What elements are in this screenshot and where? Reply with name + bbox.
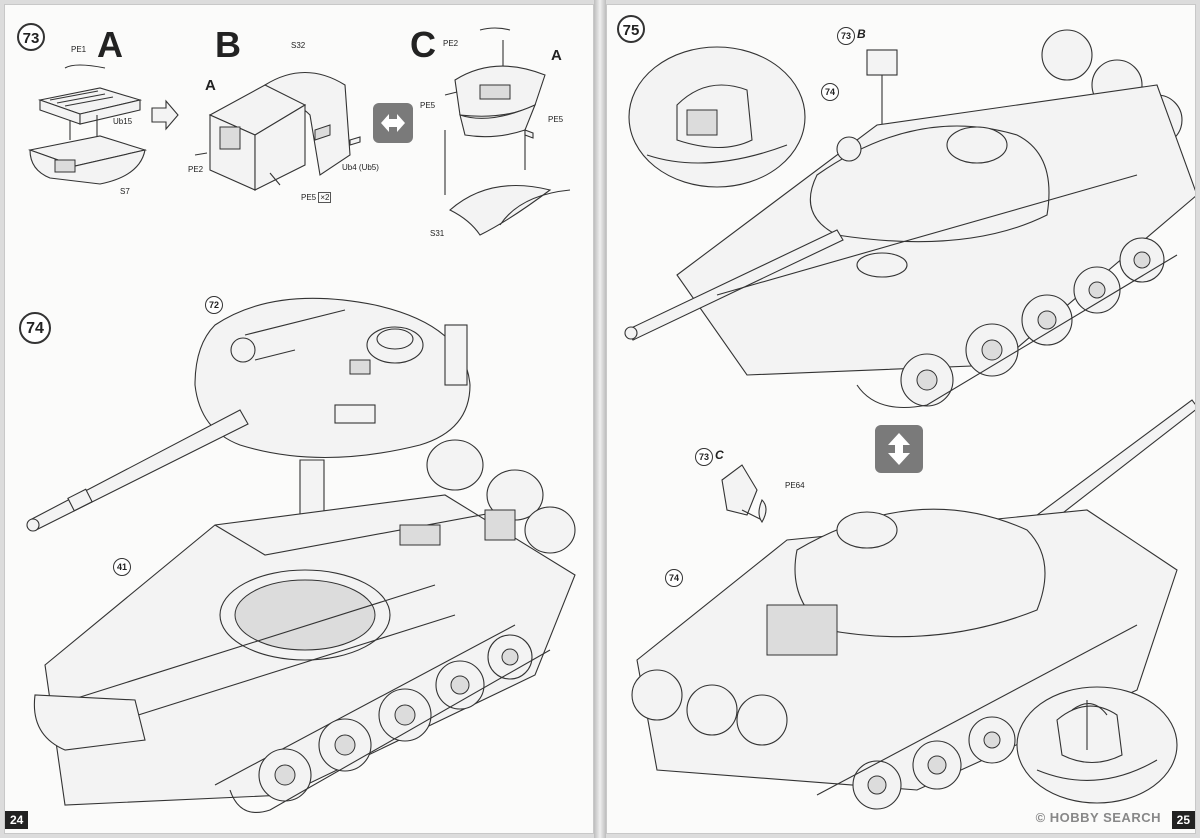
watermark: © HOBBY SEARCH: [1035, 810, 1161, 825]
part-label-pe5: PE5 ×2: [301, 192, 332, 203]
reference-74-bottom: 74: [665, 569, 683, 587]
sub-c-cover-drawing: [444, 27, 571, 236]
step-75-upper-tank-drawing: [624, 29, 1195, 408]
rotate-arrows-icon: [373, 103, 413, 143]
reference-73c-letter: C: [715, 448, 724, 462]
sub-step-c-label: C: [410, 24, 436, 65]
reference-73b-letter: B: [857, 27, 866, 41]
step-74-marker: 74: [19, 312, 51, 344]
periscope-detail-callout-drawing: [628, 46, 806, 188]
book-gutter: [594, 0, 606, 838]
part-label-pe2-c: PE2: [443, 39, 459, 48]
part-label-s7: S7: [120, 187, 130, 196]
right-page: 75 73 B 74: [606, 4, 1196, 834]
part-label-s32: S32: [291, 41, 306, 50]
sub-b-cover-drawing: [194, 71, 361, 191]
step-73-marker: 73: [17, 23, 45, 51]
reference-72: 72: [205, 296, 223, 314]
quantity-badge: ×2: [318, 192, 332, 203]
sub-step-a-label: A: [97, 24, 123, 65]
reference-74-top: 74: [821, 83, 839, 101]
sub-step-b-label: B: [215, 24, 241, 65]
sub-a-periscope-drawing: [27, 64, 148, 185]
part-label-pe1: PE1: [71, 45, 87, 54]
reference-73c: 73: [695, 448, 713, 466]
reference-73b: 73: [837, 27, 855, 45]
left-page: 73 A B C PE1 Ub15 S7 S32 A PE2 Ub4 (Ub5)…: [4, 4, 594, 834]
part-label-ub4: Ub4 (Ub5): [342, 163, 379, 172]
part-label-s31: S31: [430, 229, 445, 238]
step-74-tank-assembly-drawing: [26, 297, 576, 814]
part-label-pe2: PE2: [188, 165, 204, 174]
reference-a-label: A: [205, 77, 216, 94]
step-75-lower-tank-drawing: [631, 399, 1195, 810]
part-label-ub15: Ub15: [113, 117, 133, 126]
page-number-left: 24: [5, 811, 29, 829]
reference-a-label-c: A: [551, 47, 562, 64]
part-label-pe5-c2: PE5: [548, 115, 564, 124]
next-step-arrow-icon: [151, 99, 179, 131]
part-label-pe64: PE64: [785, 481, 805, 490]
part-label-pe5-c1: PE5: [420, 101, 436, 110]
step-75-marker: 75: [617, 15, 645, 43]
flip-vertical-icon: [875, 425, 923, 473]
page-number-right: 25: [1171, 811, 1195, 829]
reference-41: 41: [113, 558, 131, 576]
